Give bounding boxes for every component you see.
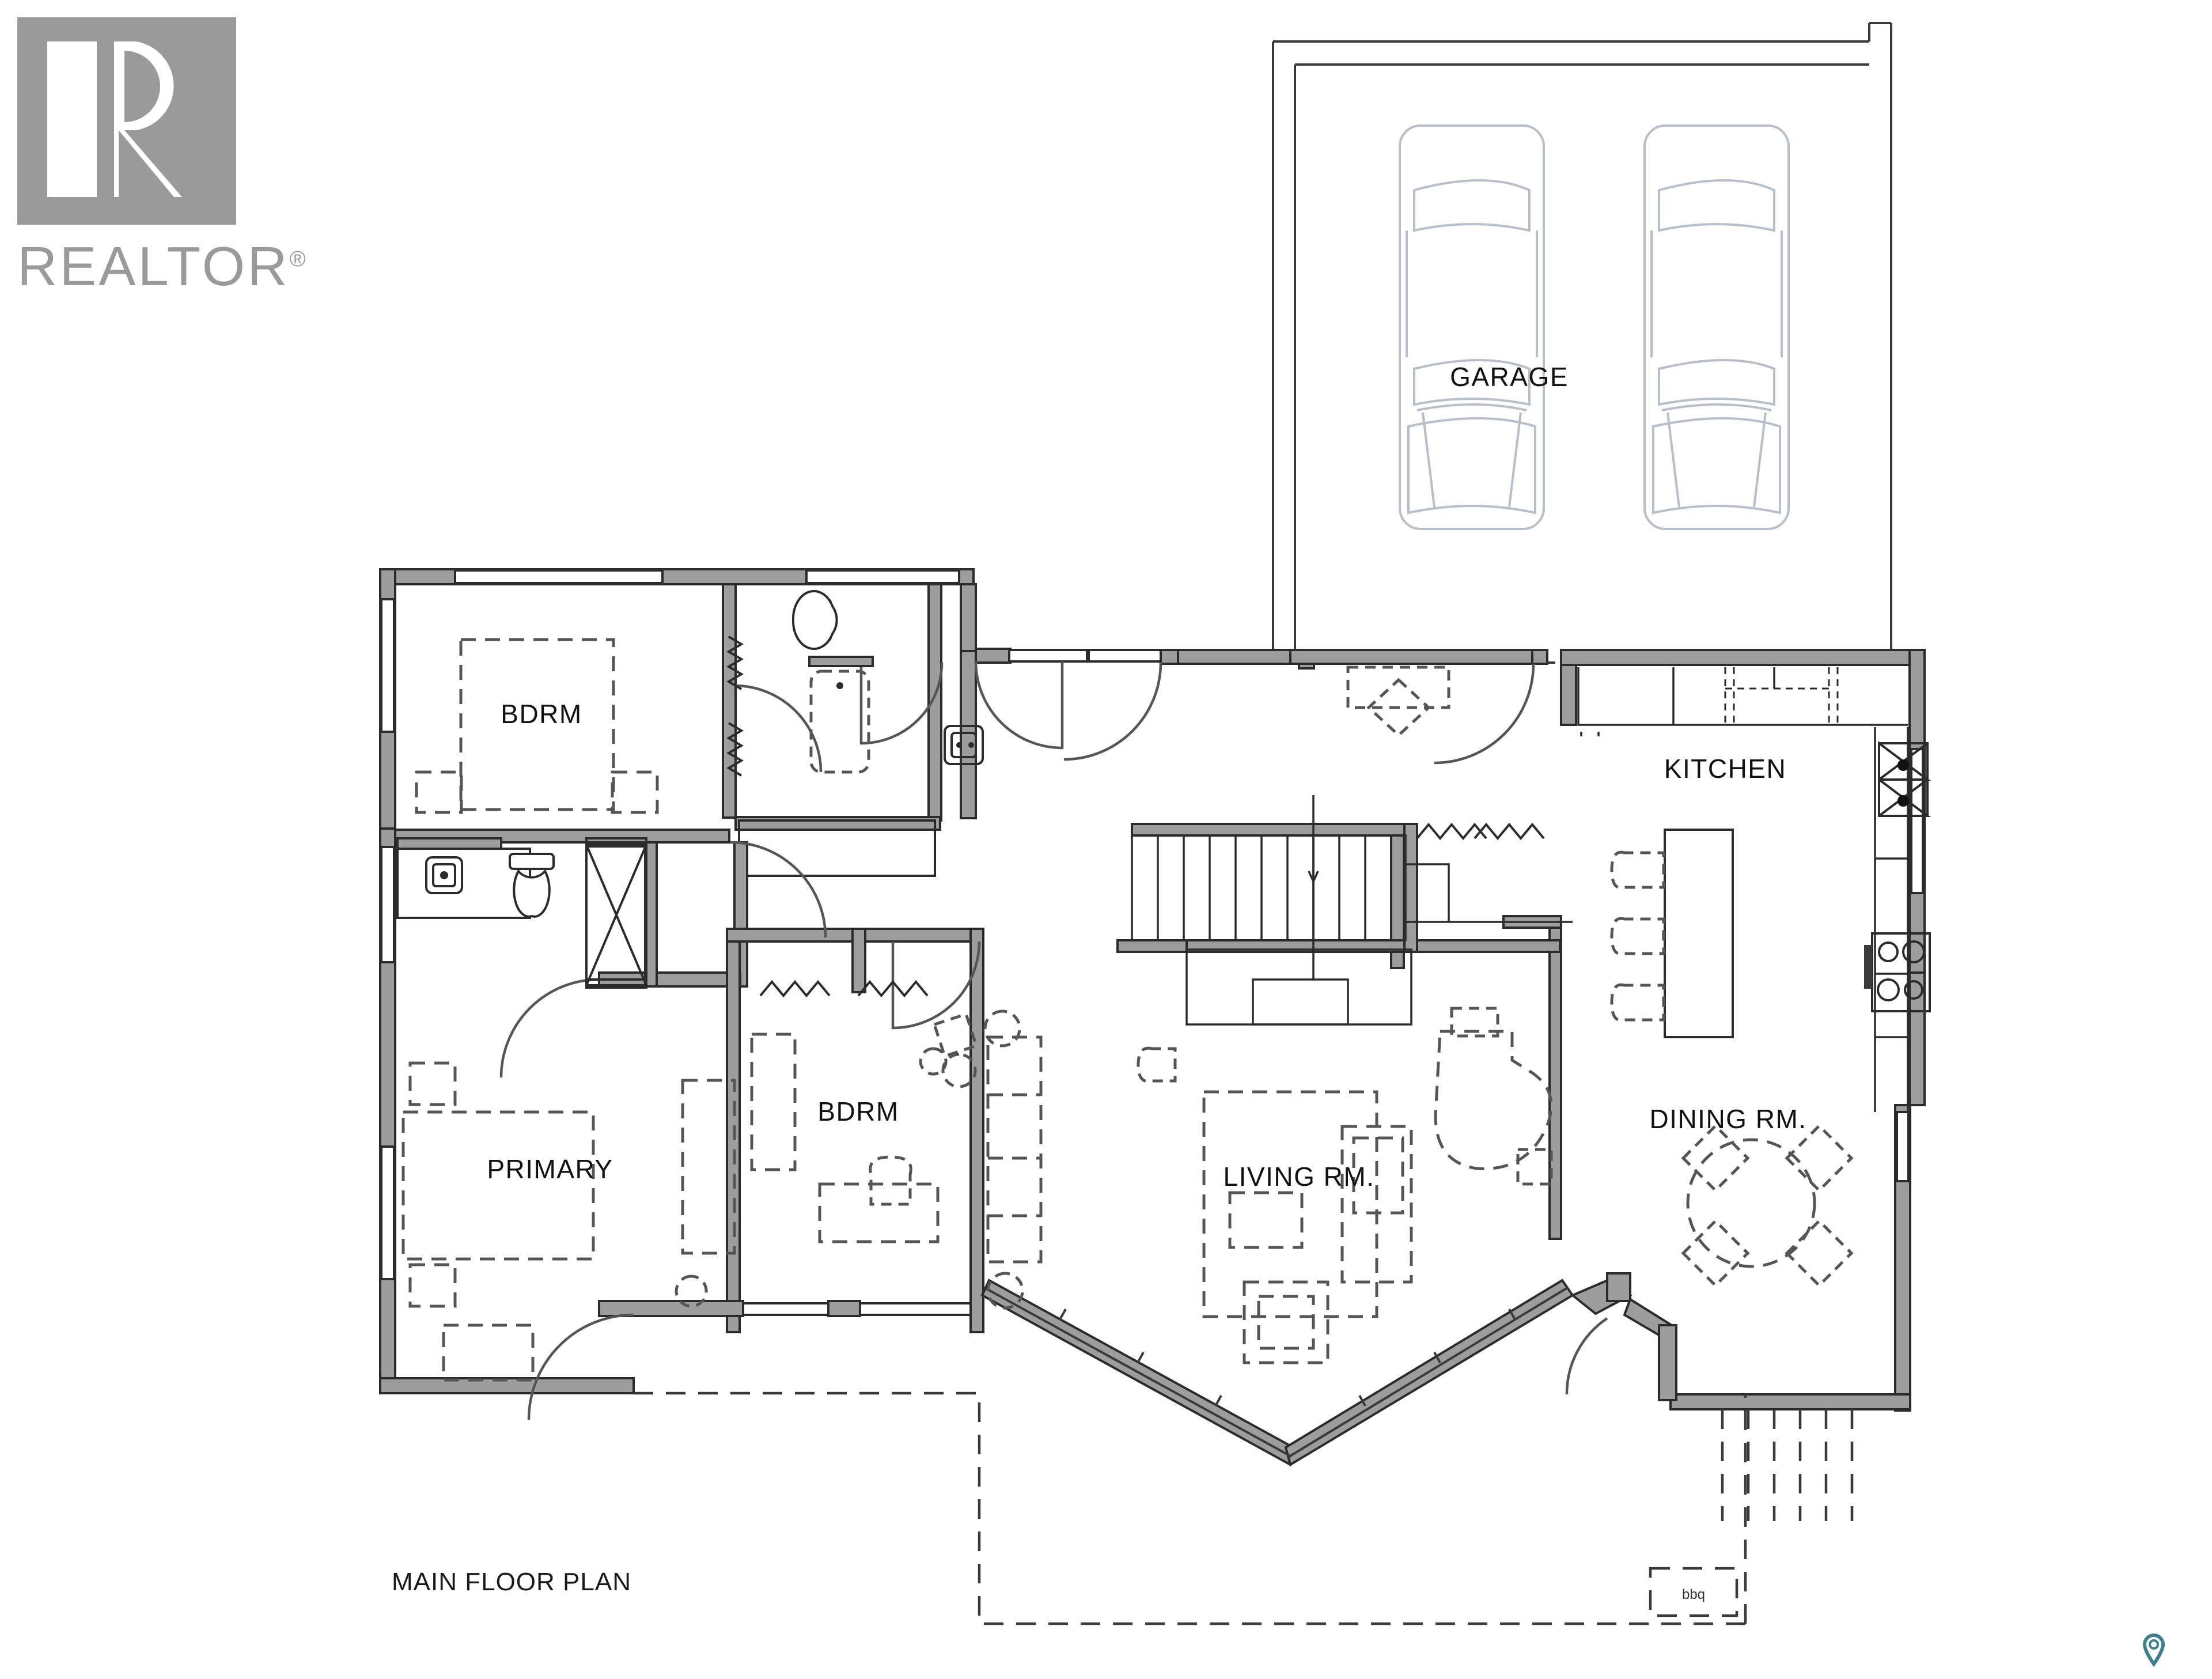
living-room-furniture bbox=[1202, 1007, 1553, 1364]
bedroom2-furniture bbox=[750, 1012, 979, 1243]
map-pin-icon bbox=[2142, 1633, 2165, 1667]
room-label-dining: DINING RM. bbox=[1649, 1104, 1806, 1134]
realtor-logo: REALTOR® bbox=[17, 17, 306, 300]
registered-mark: ® bbox=[289, 247, 308, 271]
room-label-primary: PRIMARY bbox=[487, 1154, 613, 1184]
room-label-garage: GARAGE bbox=[1450, 362, 1569, 392]
room-label-living: LIVING RM. bbox=[1224, 1162, 1375, 1192]
bathroom-fixtures-upper bbox=[791, 589, 984, 774]
realtor-r-glyph bbox=[17, 17, 236, 225]
room-label-kitchen: KITCHEN bbox=[1664, 754, 1786, 784]
annotation-bbq: bbq bbox=[1682, 1587, 1705, 1602]
garage-structure bbox=[1272, 22, 1892, 664]
primary-bedroom-furniture bbox=[402, 1061, 736, 1382]
garage-car-right bbox=[1643, 124, 1790, 530]
bedroom1-furniture bbox=[415, 638, 659, 814]
dining-room-furniture bbox=[1681, 1124, 1854, 1288]
closet-rod-symbols bbox=[726, 636, 1545, 998]
deck-outline bbox=[634, 1391, 1854, 1625]
angled-exterior-walls bbox=[980, 1279, 1574, 1467]
room-label-bdrm1: BDRM bbox=[501, 699, 582, 729]
realtor-wordmark: REALTOR bbox=[17, 236, 290, 297]
mudroom-furniture bbox=[1346, 665, 1450, 738]
realtor-logo-mark bbox=[17, 17, 236, 225]
realtor-logo-text: REALTOR® bbox=[17, 235, 306, 298]
hall-shelving bbox=[983, 1009, 1177, 1310]
bathroom-fixtures-lower bbox=[396, 837, 647, 989]
staircase bbox=[1116, 795, 1573, 1026]
garage-car-left bbox=[1399, 124, 1545, 530]
kitchen-fixtures bbox=[1577, 667, 1931, 1112]
plan-title: MAIN FLOOR PLAN bbox=[392, 1568, 631, 1596]
doors bbox=[499, 661, 1608, 1420]
house-walls bbox=[379, 568, 1926, 1467]
room-label-bdrm2: BDRM bbox=[817, 1096, 899, 1126]
